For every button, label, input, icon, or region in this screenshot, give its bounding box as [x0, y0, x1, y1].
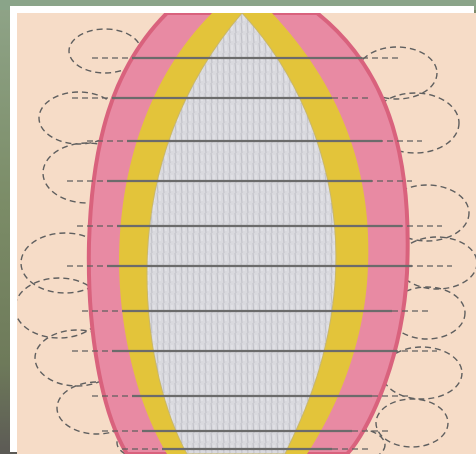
suture-diagram-svg	[17, 13, 476, 454]
suture-diagram	[17, 13, 476, 454]
